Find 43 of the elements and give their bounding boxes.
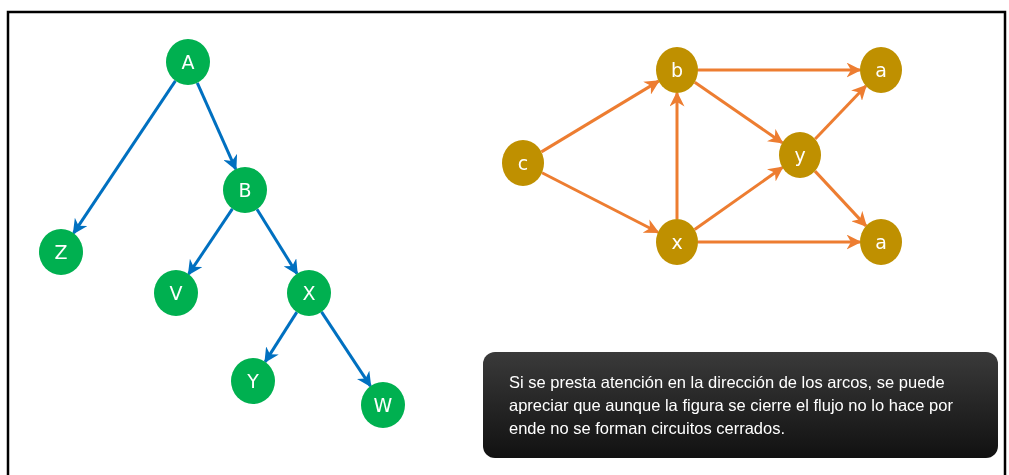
arrow	[693, 166, 784, 231]
graph-node	[154, 270, 198, 316]
node-label: y	[794, 144, 806, 166]
arrow	[187, 208, 234, 276]
arrow	[814, 84, 867, 141]
arrow	[698, 62, 862, 78]
graph-node	[231, 358, 275, 404]
graph-node	[287, 270, 331, 316]
graph-node	[223, 167, 267, 213]
arrow	[693, 81, 784, 144]
node-label: A	[181, 51, 195, 73]
node-label: Z	[54, 241, 68, 263]
node-label: W	[373, 394, 393, 416]
node-label: b	[670, 59, 684, 81]
arrow	[698, 234, 862, 250]
node-label: c	[517, 152, 529, 174]
arrow	[255, 208, 299, 275]
node-label: a	[875, 231, 887, 253]
note-panel	[483, 352, 998, 458]
arrow	[813, 170, 868, 227]
node-label: X	[302, 282, 316, 304]
graph-node	[361, 382, 405, 428]
node-label: Y	[247, 370, 259, 392]
graph-node	[166, 39, 210, 85]
graph-node	[860, 219, 902, 265]
arrow	[195, 82, 238, 171]
node-label: x	[671, 231, 683, 253]
arrow	[320, 311, 372, 388]
node-label: B	[238, 179, 252, 201]
arrow	[669, 91, 685, 219]
graph-node	[656, 47, 698, 93]
graph-node	[860, 47, 902, 93]
arrow	[540, 79, 660, 154]
arrow	[72, 80, 177, 235]
graph-node	[779, 132, 821, 178]
note-text: Si se presta atención en la dirección de los arcos, se puede apreciar que aunque la figura se cierre el flujo no lo hace por ende no se forman circuitos cerrados.	[509, 371, 954, 439]
graph-node	[39, 229, 83, 275]
arrow	[541, 171, 660, 234]
arrow	[263, 311, 299, 364]
graph-node	[502, 140, 544, 186]
node-label: V	[169, 282, 183, 304]
node-label: a	[875, 59, 887, 81]
graph-node	[656, 219, 698, 265]
